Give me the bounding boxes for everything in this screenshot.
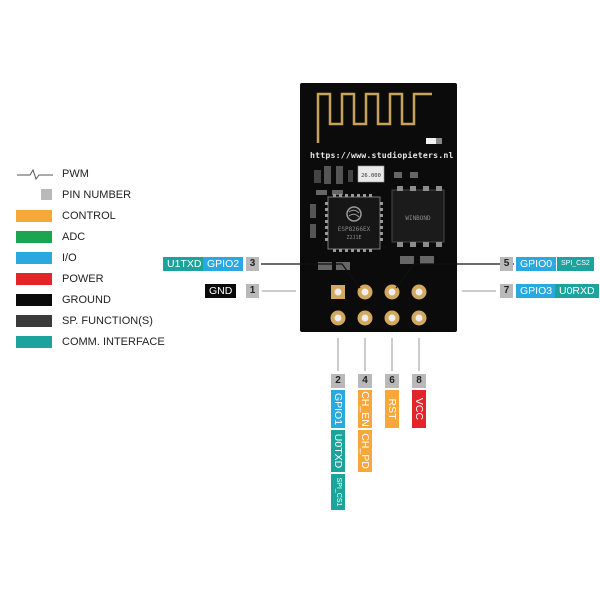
legend-label-adc: ADC	[62, 231, 86, 243]
pin1-ground-label: GND	[205, 284, 237, 298]
pin5-gpio-label: GPIO0	[516, 257, 557, 271]
pin7-number: 7	[500, 284, 513, 298]
pin6-control-label: RST	[385, 390, 399, 428]
pin2-comm-text: U0TXD	[332, 433, 344, 469]
pin1-number: 1	[246, 284, 259, 298]
pin8-power-text: VCC	[413, 397, 425, 421]
pin4-control-text: CH_EN	[359, 391, 371, 427]
legend-swatch-special	[16, 315, 52, 327]
legend-label-power: POWER	[62, 273, 104, 285]
legend-swatch-ground	[16, 294, 52, 306]
legend-label-control: CONTROL	[62, 210, 116, 222]
pin4-number: 4	[358, 374, 372, 388]
pin2-gpio-label: GPIO1	[331, 390, 345, 428]
legend-swatch-adc	[16, 231, 52, 243]
pin3-comm-label: U1TXD	[163, 257, 206, 271]
pin5-special-label: SPI_CS2	[557, 257, 594, 271]
pin3-gpio-label: GPIO2	[203, 257, 244, 271]
pin2-gpio-text: GPIO1	[332, 392, 344, 426]
pin7-gpio-label: GPIO3	[516, 284, 557, 298]
legend-swatch-power	[16, 273, 52, 285]
pin2-number: 2	[331, 374, 345, 388]
legend-label-comm: COMM. INTERFACE	[62, 336, 165, 348]
pin6-number: 6	[385, 374, 399, 388]
legend-swatch-pin-number	[41, 189, 52, 200]
legend-swatch-control	[16, 210, 52, 222]
pin5-number: 5	[500, 257, 513, 271]
pin7-comm-label: U0RXD	[555, 284, 599, 298]
pwm-wave-icon	[17, 168, 53, 181]
pin8-number: 8	[412, 374, 426, 388]
legend-label-special: SP. FUNCTION(S)	[62, 315, 153, 327]
legend-label-pwm: PWM	[62, 168, 89, 180]
pin2-special-text: SPI_CS1	[335, 477, 342, 507]
pin4-alt-label: CH_PD	[358, 430, 372, 472]
pin8-power-label: VCC	[412, 390, 426, 428]
legend-label-ground: GROUND	[62, 294, 111, 306]
pin3-number: 3	[246, 257, 259, 271]
legend-label-io: I/O	[62, 252, 77, 264]
pin6-control-text: RST	[386, 398, 398, 420]
legend-label-pin-number: PIN NUMBER	[62, 189, 132, 201]
board-url: https://www.studiopieters.nl	[310, 150, 454, 160]
pin2-comm-label: U0TXD	[331, 430, 345, 472]
esp01-board	[300, 83, 457, 332]
pin2-special-label: SPI_CS1	[331, 474, 345, 510]
pin4-control-label: CH_EN	[358, 390, 372, 428]
legend-swatch-io	[16, 252, 52, 264]
pin4-alt-text: CH_PD	[359, 433, 371, 469]
legend-swatch-comm	[16, 336, 52, 348]
